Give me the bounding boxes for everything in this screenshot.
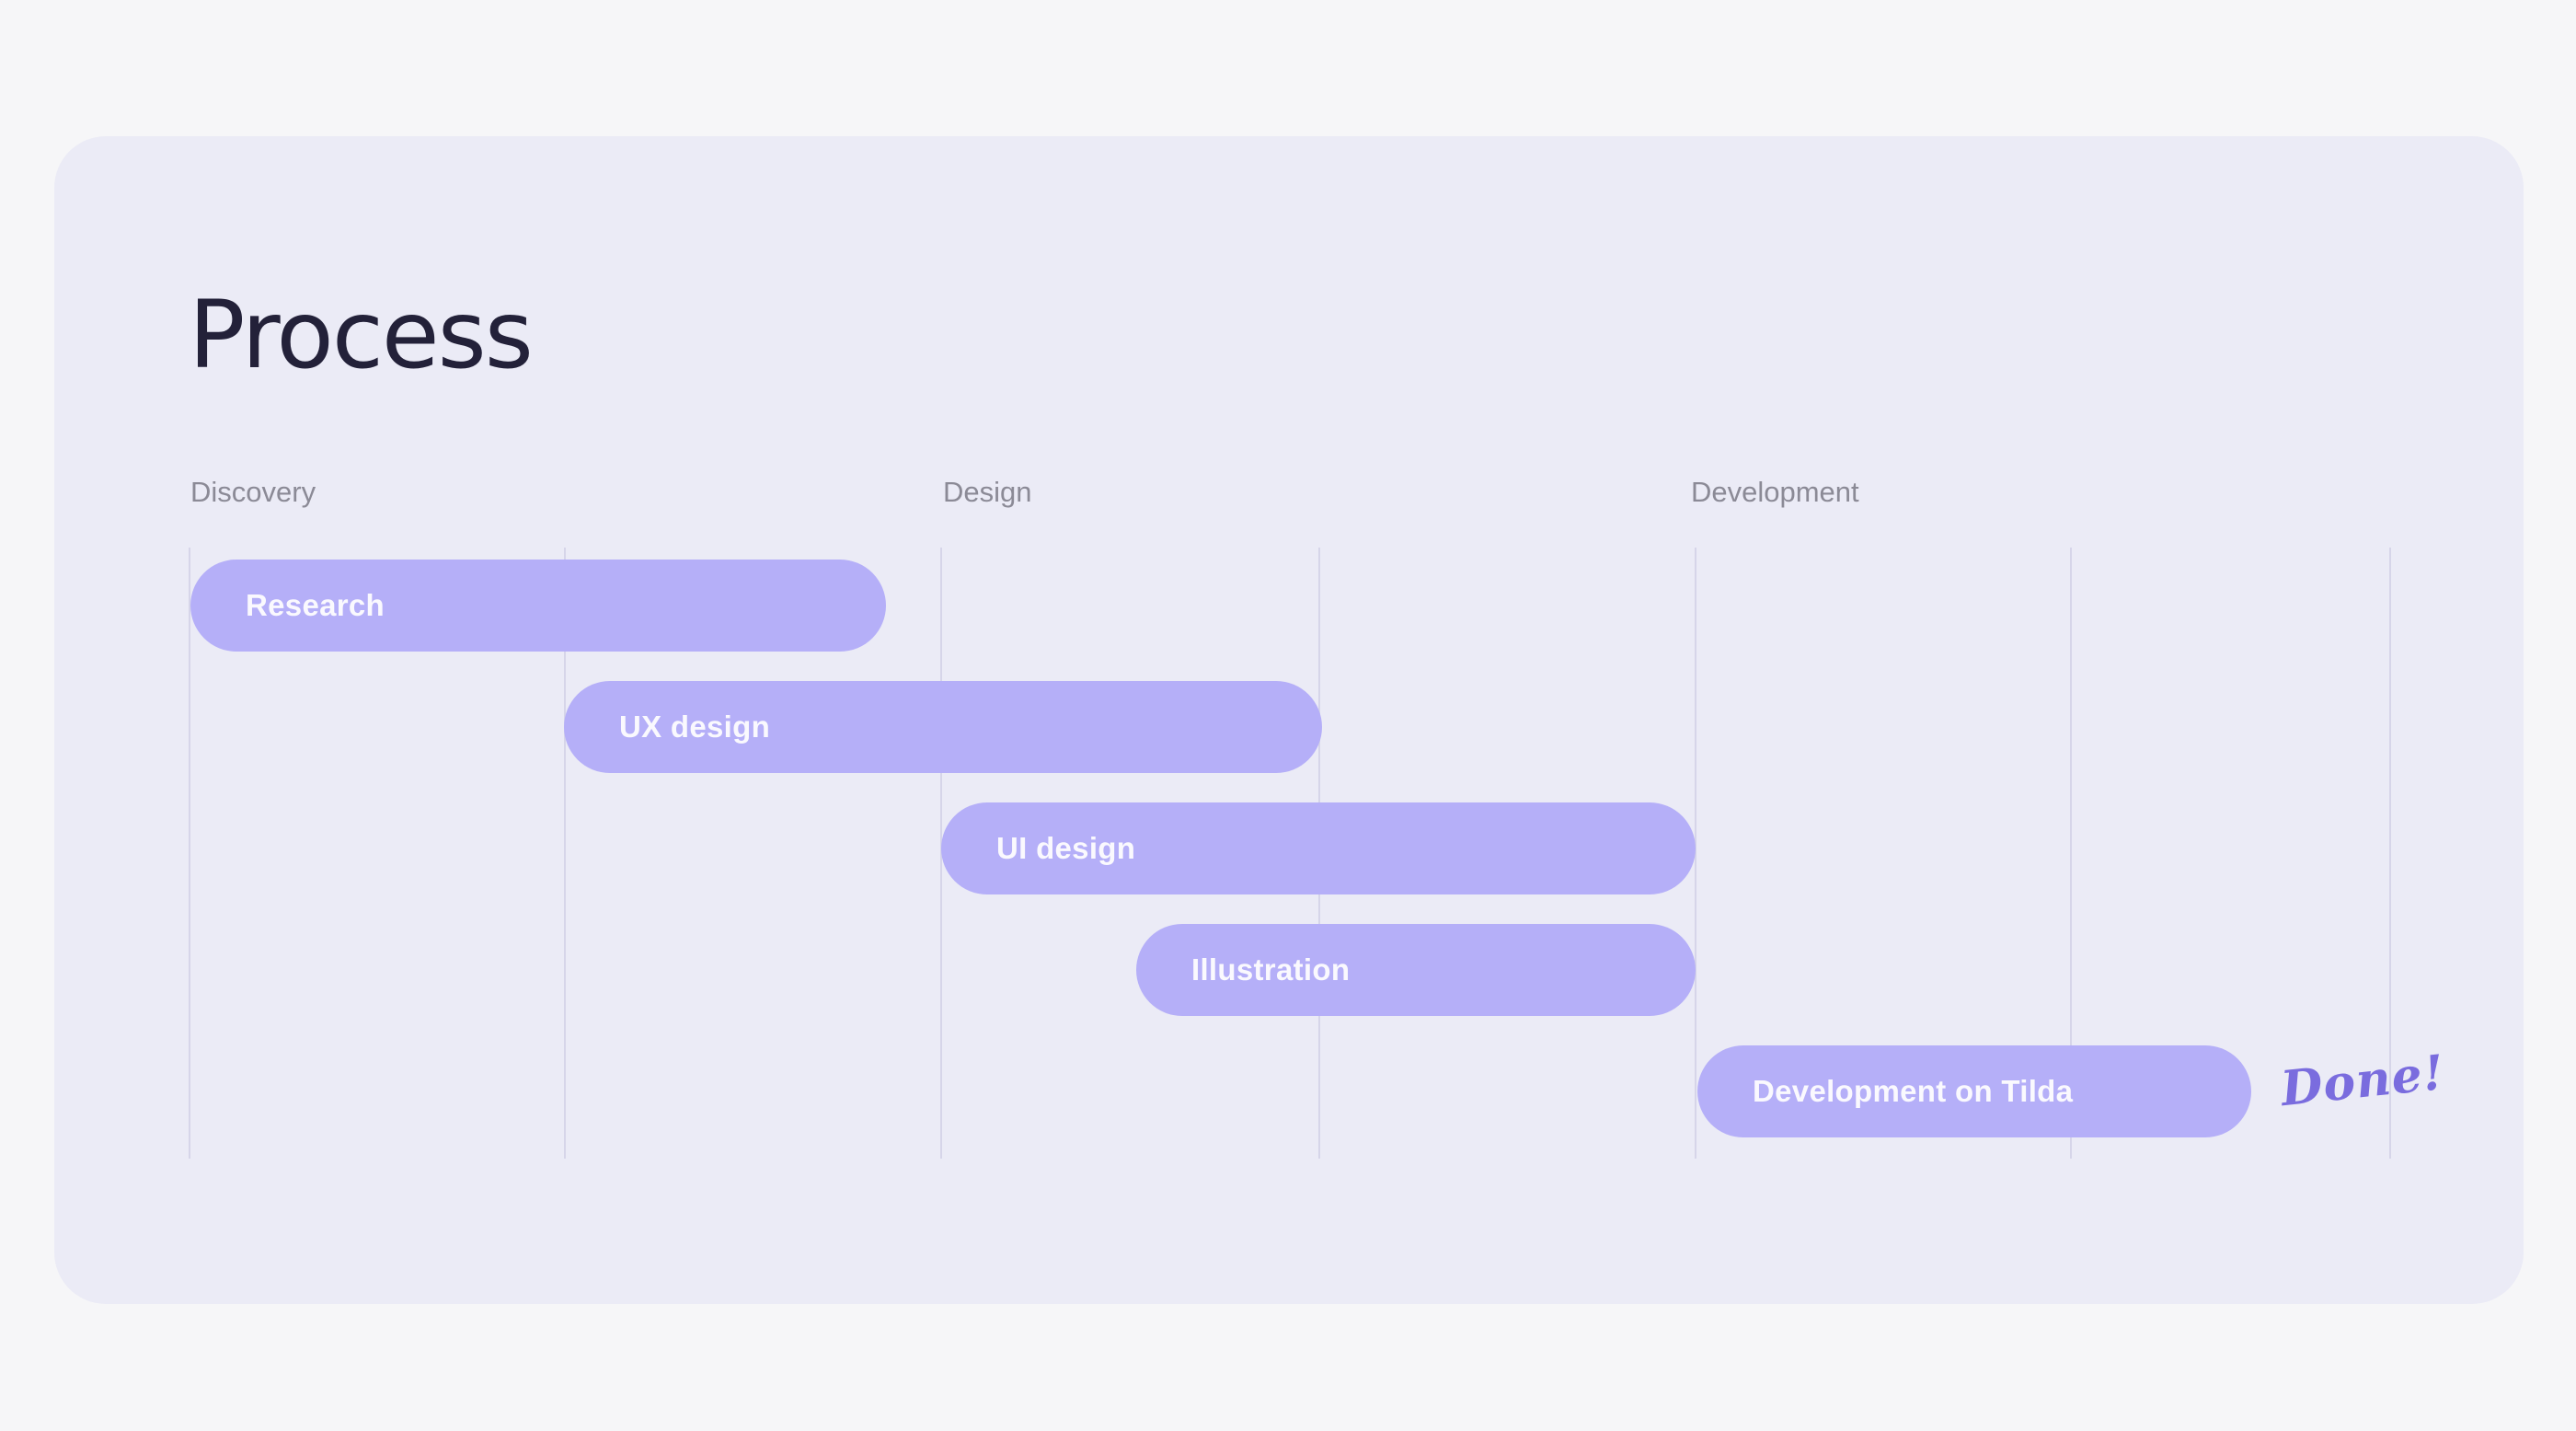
page-title: Process [189, 281, 534, 390]
process-card: Process Discovery Design Development Res… [54, 136, 2524, 1304]
gridline-2 [564, 548, 566, 1159]
gridline-1 [189, 548, 190, 1159]
task-bar-illustration: Illustration [1136, 924, 1696, 1016]
task-label: UI design [996, 831, 1136, 865]
gridline-6 [2070, 548, 2072, 1159]
task-bar-development-on-tilda: Development on Tilda [1697, 1045, 2251, 1137]
task-label: UX design [619, 710, 771, 744]
gridline-5 [1695, 548, 1696, 1159]
task-label: Research [246, 588, 385, 622]
done-annotation: Done! [2278, 1044, 2448, 1118]
gridline-7 [2389, 548, 2391, 1159]
phase-label-design: Design [943, 476, 1032, 508]
task-bar-ui-design: UI design [941, 802, 1696, 894]
phase-label-discovery: Discovery [190, 476, 316, 508]
phase-label-development: Development [1691, 476, 1859, 508]
task-label: Development on Tilda [1753, 1074, 2074, 1108]
task-bar-research: Research [190, 560, 886, 652]
task-label: Illustration [1191, 952, 1351, 987]
task-bar-ux-design: UX design [564, 681, 1322, 773]
